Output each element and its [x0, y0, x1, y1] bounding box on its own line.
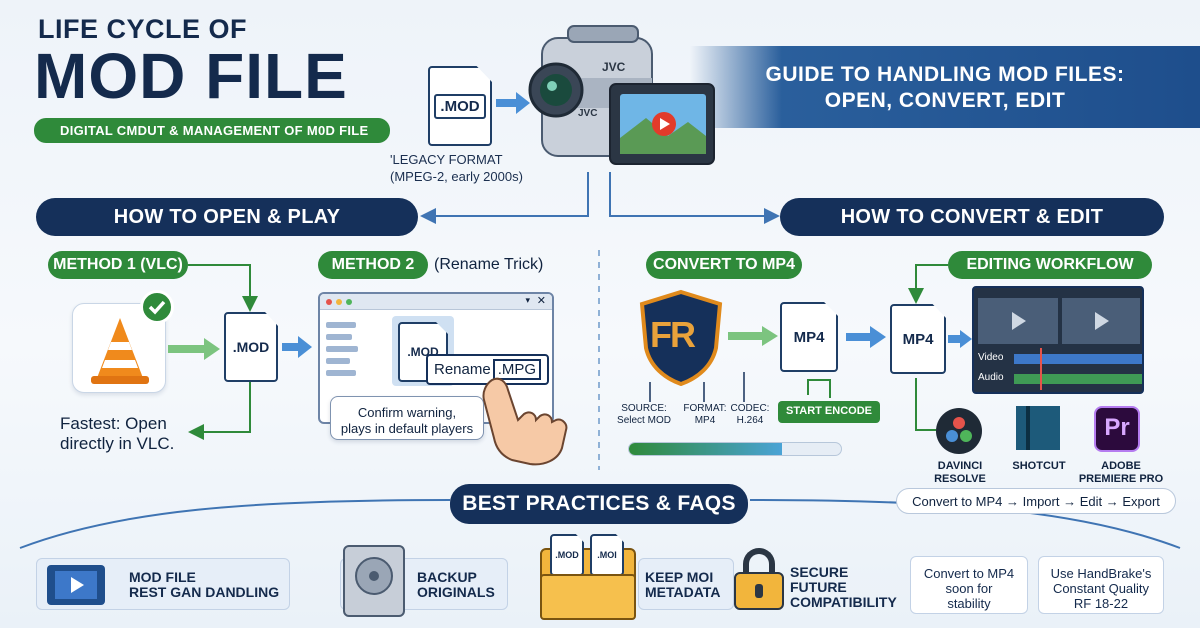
close-icon[interactable]: ✕: [536, 295, 546, 307]
output-file-label: MP4: [793, 328, 825, 346]
progress-fill: [629, 443, 782, 455]
converter-logo-text: FR: [650, 314, 696, 355]
best-practices-header: BEST PRACTICES & FAQS: [450, 484, 748, 524]
source-setting: SOURCE: Select MOD: [617, 403, 671, 426]
bp-item-backup: BACKUP ORIGINALS: [340, 545, 508, 617]
method1-label: METHOD 1 (VLC): [48, 251, 188, 279]
source-mod-file-icon: .MOD: [428, 66, 492, 146]
tip-handbrake: Use HandBrake's Constant Quality RF 18-2…: [1038, 556, 1164, 614]
how-to-open-header: HOW TO OPEN & PLAY: [36, 198, 418, 236]
format-setting: FORMAT: MP4: [683, 403, 727, 426]
arrow-right-icon: [168, 338, 220, 360]
preview-right: [1062, 298, 1140, 344]
guide-banner: GUIDE TO HANDLING MOD FILES: OPEN, CONVE…: [690, 46, 1200, 128]
start-encode-button[interactable]: START ENCODE: [778, 401, 880, 423]
workflow-steps: Convert to MP4 → Import → Edit → Export: [896, 488, 1176, 514]
camcorder-icon: JVC JVC: [528, 18, 718, 176]
arrow-right-icon: [496, 92, 530, 114]
bp-item-compatibility: SECURE FUTURE COMPATIBILITY: [790, 564, 897, 610]
track-video-label: Video: [978, 352, 1004, 363]
shotcut-label: SHOTCUT: [1012, 460, 1066, 472]
arrow-right-icon: [846, 326, 886, 348]
source-file-label: .MOD: [434, 93, 486, 119]
arrow-right-icon: [282, 336, 312, 358]
preview-left: [978, 298, 1058, 344]
checkmark-icon: [140, 290, 174, 324]
camera-brand-top: JVC: [602, 60, 626, 74]
audio-track: [1014, 374, 1142, 384]
output-mp4-file-icon: MP4: [780, 302, 838, 372]
playhead[interactable]: [1040, 348, 1042, 390]
convert-label: CONVERT TO MP4: [646, 251, 802, 279]
how-to-convert-header: HOW TO CONVERT & EDIT: [780, 198, 1164, 236]
padlock-icon: [734, 548, 784, 610]
bp-item-metadata: KEEP MOI METADATA: [638, 558, 734, 610]
shotcut-icon[interactable]: [1016, 406, 1060, 450]
subtitle-badge: DIGITAL CMDUT & MANAGEMENT OF M0D FILE: [34, 118, 390, 143]
banner-line-2: OPEN, CONVERT, EDIT: [824, 89, 1066, 112]
confirm-warning-callout: Confirm warning, plays in default player…: [330, 396, 484, 440]
method2-sub: (Rename Trick): [434, 256, 544, 273]
premiere-pro-label: ADOBE PREMIERE PRO: [1078, 460, 1164, 485]
minimize-icon[interactable]: ▾: [525, 295, 530, 305]
title-small: LIFE CYCLE OF: [38, 14, 247, 44]
tip-convert-soon: Convert to MP4 soon for stability: [910, 556, 1028, 614]
track-audio-label: Audio: [978, 372, 1004, 383]
premiere-pro-icon[interactable]: Pr: [1094, 406, 1140, 452]
editing-mp4-file-icon: MP4: [890, 304, 946, 374]
converter-app-icon[interactable]: FR: [636, 288, 726, 387]
bp-item-mod-handling: MOD FILE REST GAN DANDLING: [36, 558, 290, 610]
encode-progress-bar: [628, 442, 842, 456]
page-title: MOD FILE: [34, 40, 348, 112]
arrow-right-icon: [728, 326, 778, 346]
camera-brand-side: JVC: [578, 108, 598, 119]
folder-icon: .MOD .MOI: [540, 528, 636, 620]
davinci-resolve-label: DAVINCI RESOLVE: [934, 460, 986, 485]
hard-drive-icon: [343, 545, 405, 617]
codec-setting: CODEC: H.264: [730, 403, 770, 426]
sidebar-folders: [326, 318, 372, 382]
video-editor-window: Video Audio: [972, 286, 1144, 394]
legacy-format-note: 'LEGACY FORMAT (MPEG-2, early 2000s): [390, 152, 523, 184]
banner-line-1: GUIDE TO HANDLING MOD FILES:: [765, 63, 1125, 86]
video-track: [1014, 354, 1142, 364]
method1-file-label: .MOD: [232, 339, 270, 355]
video-file-icon: [47, 565, 105, 605]
method1-note: Fastest: Open directly in VLC.: [60, 414, 175, 453]
rename-extension: .MPG: [492, 359, 542, 380]
davinci-resolve-icon[interactable]: [936, 408, 982, 454]
method1-mod-file-icon: .MOD: [224, 312, 278, 382]
method2-label: METHOD 2: [318, 251, 428, 279]
window-titlebar: ▾ ✕: [320, 294, 552, 310]
editing-file-label: MP4: [902, 330, 934, 348]
editing-workflow-label: EDITING WORKFLOW: [948, 251, 1152, 279]
arrow-right-icon: [948, 330, 972, 348]
pointing-hand-icon: [482, 377, 568, 466]
